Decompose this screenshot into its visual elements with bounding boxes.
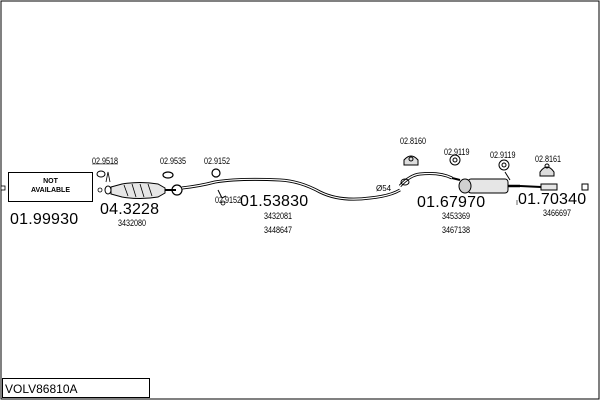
- vehicle-code: VOLV86810A: [5, 382, 78, 396]
- inlet-ring: [97, 187, 103, 193]
- tail-pipe: [519, 183, 589, 191]
- accessory-gasket-9535: [162, 171, 174, 179]
- rear-muffler: [398, 172, 520, 194]
- accessory-ring-9152: [211, 168, 221, 178]
- end-marker: [0, 185, 6, 191]
- joint-ring: [171, 184, 183, 196]
- rear-accessories: [403, 154, 555, 181]
- oem-number-middle-pipe-2: 3448647: [264, 225, 293, 235]
- part-number-catalyst: 04.3228: [100, 201, 160, 218]
- diameter-mark: Ø54: [376, 184, 392, 193]
- accessory-rubber-9119-a: [449, 154, 461, 166]
- not-available-box: NOT AVAILABLE: [8, 172, 93, 202]
- part-number-tail-pipe: 01.70340: [518, 191, 587, 208]
- not-available-line-2: AVAILABLE: [30, 187, 71, 194]
- accessory-clamp-9518: [96, 170, 106, 178]
- middle-pipe: [181, 177, 401, 201]
- hanger-small: [220, 200, 226, 206]
- accessory-label-9119-a: 02.9119: [444, 147, 470, 157]
- joint-ring-rear: [400, 178, 410, 186]
- oem-number-catalyst: 3432080: [118, 218, 147, 228]
- not-available-line-1: NOT: [43, 178, 58, 186]
- accessory-label-9535: 02.9535: [160, 156, 187, 166]
- vehicle-code-box: VOLV86810A: [2, 378, 150, 398]
- part-number-front: 01.99930: [10, 211, 79, 228]
- accessory-label-9518: 02.9518: [92, 156, 119, 166]
- catalytic-converter: [104, 171, 176, 199]
- accessory-bracket-8161: [539, 166, 555, 177]
- accessory-label-9152-a: 02.9152: [204, 156, 231, 166]
- oem-number-middle-pipe-1: 3432081: [264, 211, 293, 221]
- oem-number-rear-muffler-1: 3453369: [442, 211, 471, 221]
- accessory-label-9119-b: 02.9119: [490, 150, 516, 160]
- accessory-label-8160: 02.8160: [400, 136, 427, 146]
- oem-number-tail-pipe: 3466697: [543, 208, 572, 218]
- oem-number-rear-muffler-2: 3467138: [442, 225, 471, 235]
- part-number-middle-pipe: 01.53830: [240, 193, 309, 210]
- part-number-rear-muffler: 01.67970: [417, 194, 486, 211]
- accessory-label-9152-b: 02.9152: [215, 195, 242, 205]
- accessory-rubber-9119-b: [498, 159, 510, 171]
- accessory-label-8161: 02.8161: [535, 154, 562, 164]
